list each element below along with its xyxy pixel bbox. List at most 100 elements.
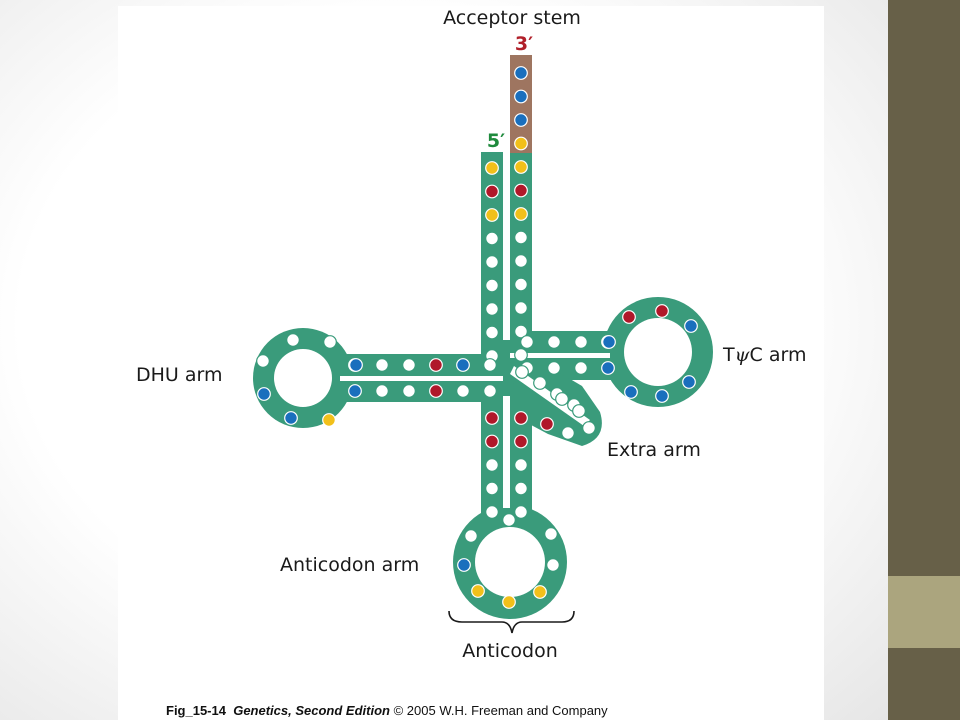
base-acceptor-3prime-8 xyxy=(514,230,528,245)
base-anticodon-left-3 xyxy=(485,458,499,472)
base-dhu-loop-5 xyxy=(257,387,271,401)
base-dhu-loop-6 xyxy=(256,354,270,368)
dhu-arm-label: DHU arm xyxy=(136,364,223,386)
figure-id: Fig_15-14 xyxy=(166,703,226,718)
base-anticodon-loop-6 xyxy=(544,527,558,541)
base-dhu-bottom-6 xyxy=(483,384,497,398)
base-anticodon-loop-3 xyxy=(502,595,516,609)
acceptor-stem-strand-3prime xyxy=(510,151,532,338)
base-tpsic-bottom-3 xyxy=(574,361,588,375)
base-anticodon-loop-2 xyxy=(471,584,485,598)
extra-arm-label: Extra arm xyxy=(607,439,701,461)
base-acceptor-5prime-3 xyxy=(485,208,499,222)
base-acceptor-3prime-5 xyxy=(514,160,528,174)
base-acceptor-3prime-9 xyxy=(514,254,528,268)
tpsic-arm-label-psi: ψ xyxy=(735,344,751,366)
acceptor-stem-label: Acceptor stem xyxy=(443,7,581,29)
anticodon-label: Anticodon xyxy=(462,640,558,662)
base-anticodon-right-1 xyxy=(514,411,528,425)
base-anticodon-loop-7 xyxy=(464,529,478,543)
base-tpsic-top-2 xyxy=(547,335,561,349)
base-acceptor-5prime-2 xyxy=(485,184,499,199)
tpsic-loop-center xyxy=(624,318,692,386)
base-dhu-bottom-1 xyxy=(348,384,362,398)
base-acceptor-5prime-4 xyxy=(485,231,499,246)
acceptor-stem-gap xyxy=(503,150,510,340)
base-anticodon-left-4 xyxy=(485,481,499,496)
dhu-loop-center xyxy=(274,349,332,407)
book-title: Genetics, Second Edition xyxy=(233,703,390,718)
base-tpsic-loop-1 xyxy=(622,310,636,324)
anticodon-arm-label: Anticodon arm xyxy=(280,554,419,576)
base-tpsic-loop-5 xyxy=(655,389,669,403)
base-dhu-top-3 xyxy=(402,358,416,372)
base-tpsic-loop-4 xyxy=(682,375,696,389)
sidebar-dark-panel-bottom xyxy=(888,648,960,720)
base-dhu-bottom-5 xyxy=(456,384,470,398)
base-dhu-bottom-3 xyxy=(402,384,416,398)
anticodon-brace xyxy=(448,610,575,634)
tpsic-arm-label: TψC arm xyxy=(722,344,806,366)
base-tpsic-bottom-2 xyxy=(547,361,561,375)
base-tpsic-loop-3 xyxy=(684,319,698,333)
base-anticodon-left-2 xyxy=(485,434,499,449)
base-dhu-loop-7 xyxy=(349,358,363,372)
base-anticodon-left-1 xyxy=(485,411,499,425)
base-acceptor-5prime-7 xyxy=(485,302,499,316)
copyright-notice: © 2005 W.H. Freeman and Company xyxy=(393,703,608,718)
base-dhu-loop-2 xyxy=(323,335,337,349)
base-tpsic-top-3 xyxy=(574,335,588,349)
extra-arm-gap xyxy=(510,366,590,426)
sidebar-dark-panel-top xyxy=(888,0,960,576)
base-extra-7 xyxy=(582,421,596,435)
base-tpsic-bottom-4 xyxy=(601,361,615,375)
base-acceptor-5prime-8 xyxy=(485,325,499,340)
base-extra-1 xyxy=(515,365,529,379)
base-set xyxy=(256,66,698,609)
base-acceptor-3prime-4 xyxy=(514,136,528,151)
base-anticodon-left-5 xyxy=(485,505,499,519)
base-tpsic-loop-7 xyxy=(602,335,616,349)
acceptor-stem-tip xyxy=(510,55,532,153)
base-acceptor-3prime-3 xyxy=(514,113,528,127)
base-anticodon-loop-8 xyxy=(502,513,516,527)
base-dhu-top-5 xyxy=(456,358,470,372)
base-acceptor-3prime-12 xyxy=(514,324,528,339)
base-acceptor-3prime-6 xyxy=(514,183,528,198)
base-extra-9 xyxy=(555,392,569,406)
base-extra-8 xyxy=(572,404,586,418)
three-prime-end-label: 3′ xyxy=(515,33,533,55)
base-tpsic-top-1 xyxy=(520,335,534,349)
base-anticodon-loop-1 xyxy=(457,558,471,572)
base-dhu-top-4 xyxy=(429,358,443,372)
base-tpsic-loop-2 xyxy=(655,304,669,318)
tpsic-arm-label-t: T xyxy=(722,344,735,366)
base-acceptor-5prime-5 xyxy=(485,255,499,269)
tpsic-arm-label-rest: C arm xyxy=(750,344,807,366)
anticodon-arm-gap xyxy=(503,396,510,508)
base-dhu-top-2 xyxy=(375,358,389,372)
base-dhu-loop-4 xyxy=(284,411,298,425)
base-dhu-bottom-2 xyxy=(375,384,389,398)
base-acceptor-3prime-2 xyxy=(514,89,528,104)
base-acceptor-3prime-1 xyxy=(514,66,528,80)
base-anticodon-loop-5 xyxy=(546,558,560,572)
base-acceptor-3prime-13 xyxy=(514,348,528,362)
anticodon-loop-center xyxy=(475,527,545,597)
base-acceptor-3prime-7 xyxy=(514,207,528,221)
sidebar-accent-panel xyxy=(888,576,960,648)
dhu-arm-gap xyxy=(340,376,503,381)
base-extra-6 xyxy=(561,426,575,440)
base-acceptor-5prime-1 xyxy=(485,161,499,175)
base-tpsic-loop-6 xyxy=(624,385,638,399)
tpsic-arm-strand-top xyxy=(510,331,630,353)
base-anticodon-right-2 xyxy=(514,434,528,449)
five-prime-end-label: 5′ xyxy=(487,130,505,152)
tpsic-arm-gap xyxy=(510,353,610,358)
base-acceptor-3prime-11 xyxy=(514,301,528,315)
base-dhu-loop-3 xyxy=(322,413,336,427)
base-anticodon-right-4 xyxy=(514,481,528,496)
base-acceptor-5prime-6 xyxy=(485,278,499,293)
base-dhu-top-6 xyxy=(483,358,497,372)
